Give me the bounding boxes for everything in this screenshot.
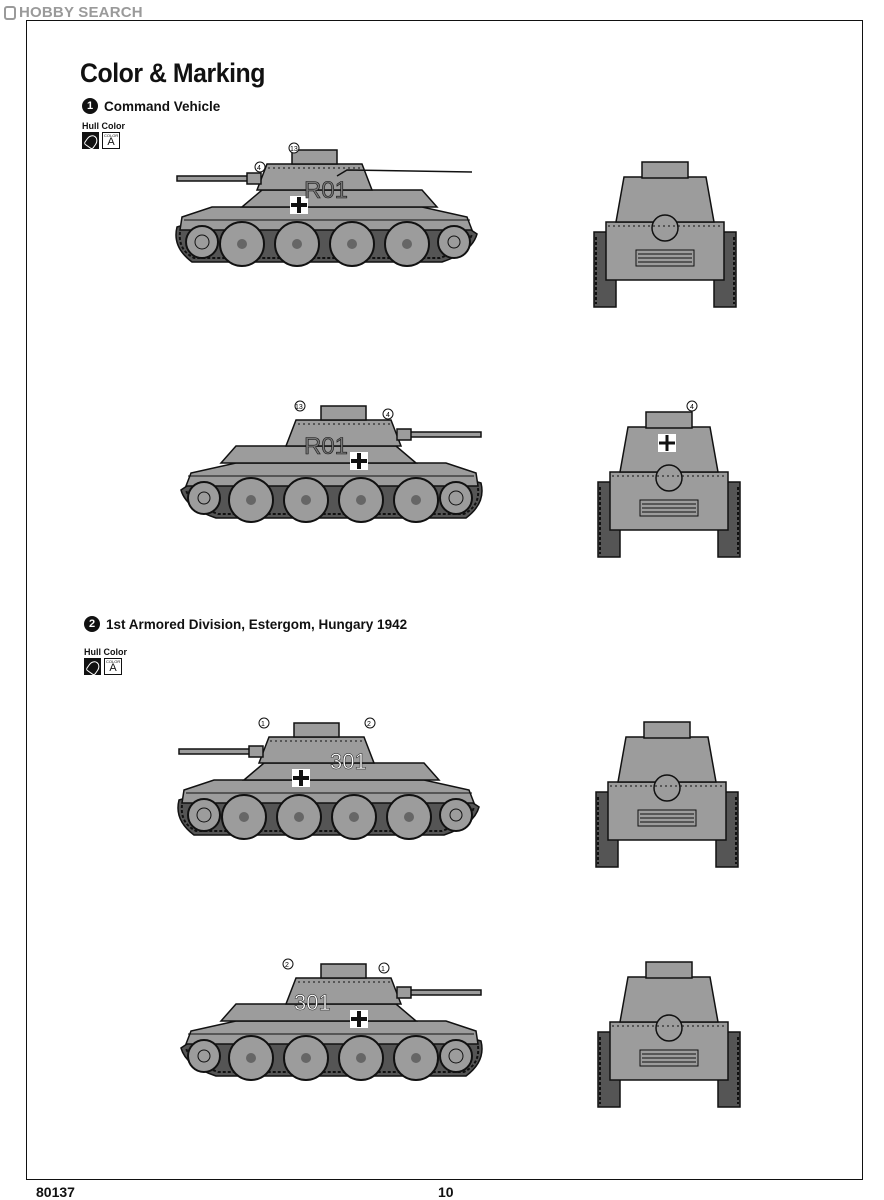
section-1-heading: 1 Command Vehicle: [82, 98, 220, 114]
callout-4: 4: [257, 165, 261, 172]
section-2-front-view: [597, 961, 741, 1108]
color-code: A: [107, 136, 115, 148]
watermark-text: HOBBY SEARCH: [19, 4, 143, 21]
section-1-right-side-view: R01 13 4: [179, 400, 484, 524]
section-2-heading: 2 1st Armored Division, Estergom, Hungar…: [84, 616, 407, 632]
section-1-title: Command Vehicle: [104, 98, 221, 114]
page-number: 10: [438, 1184, 454, 1200]
callout-2: 2: [285, 962, 289, 969]
callout-13: 13: [295, 404, 303, 411]
callout-2: 2: [367, 721, 371, 728]
callout-1: 1: [261, 721, 265, 728]
color-code-box: COLOR A: [104, 658, 122, 675]
section-1-left-side-view: R01 4 13: [174, 142, 479, 268]
callout-13: 13: [290, 146, 298, 153]
turret-number-r01: R01: [304, 433, 348, 460]
callout-4: 4: [690, 404, 694, 411]
turret-number-301: 301: [330, 749, 367, 774]
brush-icon: [82, 132, 99, 149]
turret-number-301: 301: [294, 990, 331, 1015]
section-2-rear-view-top: [595, 721, 739, 868]
hobby-search-watermark: HOBBY SEARCH: [4, 4, 143, 21]
section-2-left-side-view: 301 1 2: [176, 717, 481, 841]
watermark-logo-icon: [4, 5, 16, 20]
section-1-color-swatch: COLOR A: [82, 132, 120, 149]
section-2-color-swatch: COLOR A: [84, 658, 122, 675]
color-code: A: [109, 662, 117, 674]
color-code-box: COLOR A: [102, 132, 120, 149]
section-1-front-view: 4: [597, 400, 741, 558]
page-frame: [26, 20, 863, 1180]
section-2-number: 2: [84, 616, 100, 632]
section-2-hull-color-label: Hull Color: [84, 647, 127, 657]
page-title: Color & Marking: [80, 58, 265, 88]
callout-1: 1: [381, 966, 385, 973]
product-code: 80137: [36, 1184, 75, 1200]
section-1-rear-view-top: [593, 161, 737, 308]
section-1-number: 1: [82, 98, 98, 114]
section-2-right-side-view: 301 2 1: [179, 958, 484, 1082]
turret-number-r01: R01: [304, 177, 348, 204]
callout-4: 4: [386, 412, 390, 419]
section-1-hull-color-label: Hull Color: [82, 121, 125, 131]
brush-icon: [84, 658, 101, 675]
section-2-title: 1st Armored Division, Estergom, Hungary …: [106, 616, 408, 632]
